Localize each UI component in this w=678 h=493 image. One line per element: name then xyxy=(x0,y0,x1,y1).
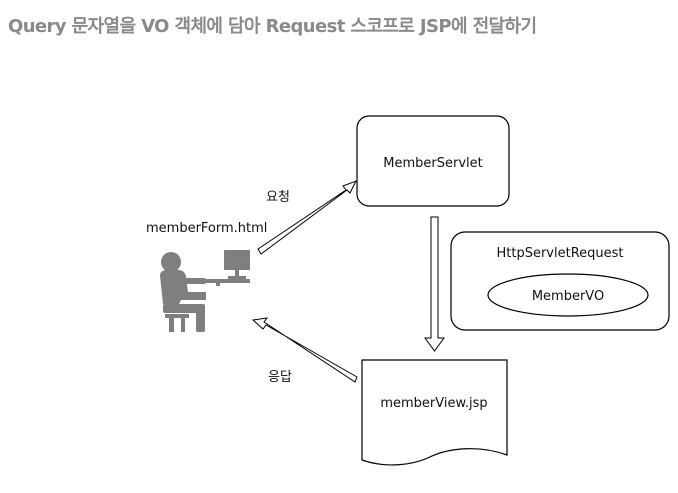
request-scope-node: HttpServletRequest MemberVO xyxy=(450,231,670,331)
request-arrow xyxy=(257,180,358,255)
client-label: memberForm.html xyxy=(146,221,267,236)
request-scope-label: HttpServletRequest xyxy=(496,246,623,261)
response-arrow xyxy=(251,317,358,383)
servlet-node: MemberServlet xyxy=(356,115,510,207)
vo-ellipse xyxy=(487,273,649,317)
person-at-computer-icon xyxy=(160,250,250,332)
view-document-node: memberView.jsp xyxy=(361,359,508,466)
view-label: memberView.jsp xyxy=(380,396,487,411)
request-edge-label: 요청 xyxy=(266,190,290,205)
vo-label: MemberVO xyxy=(532,289,604,304)
forward-arrow xyxy=(424,216,445,352)
response-edge-label: 응답 xyxy=(268,370,292,385)
servlet-label: MemberServlet xyxy=(383,156,482,171)
page-title: Query 문자열을 VO 객체에 담아 Request 스코프로 JSP에 전… xyxy=(8,16,537,37)
